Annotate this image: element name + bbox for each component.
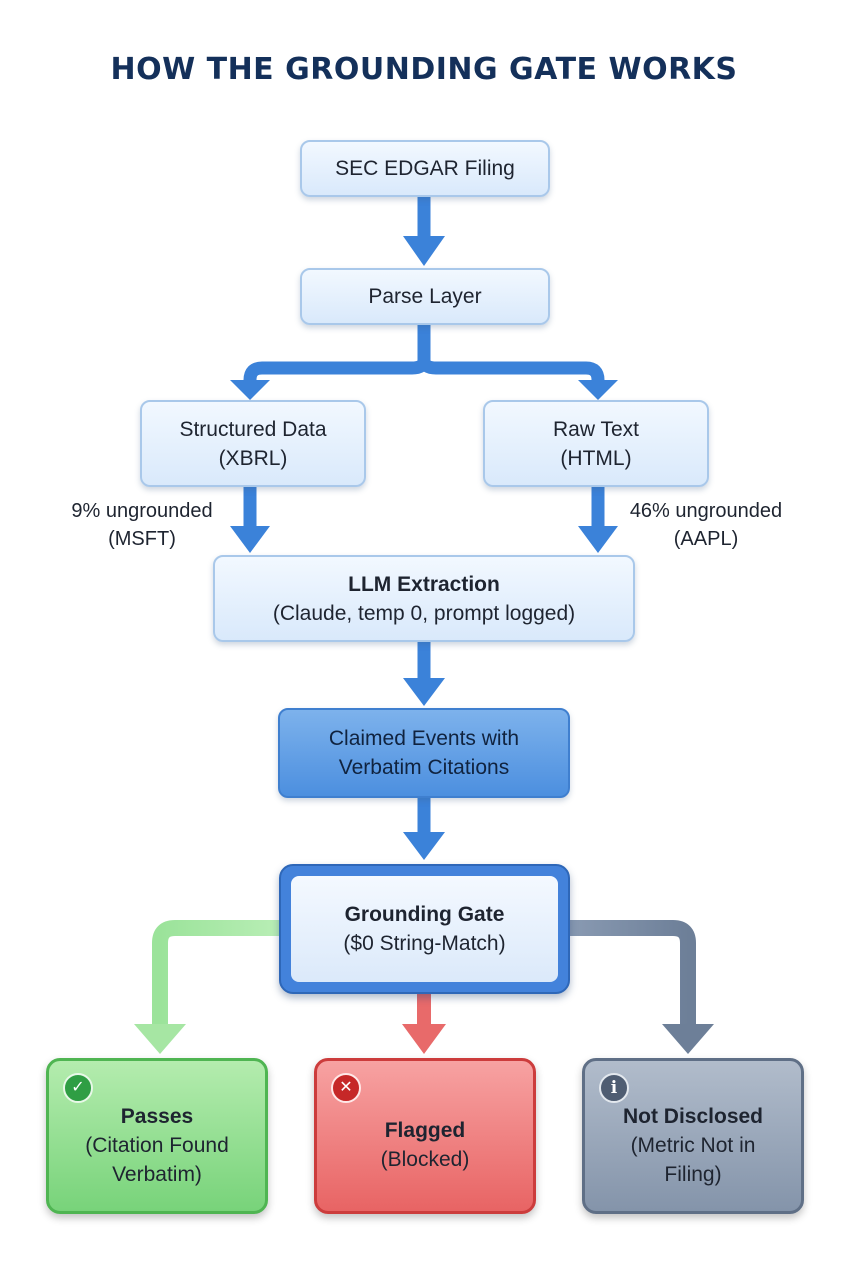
node-raw-text: Raw Text (HTML) [483,400,709,487]
outcome-detail: (Metric Not in [630,1133,756,1157]
arrowhead [230,380,270,400]
node-label: Verbatim Citations [338,756,510,779]
outcome-title: Passes [120,1104,194,1128]
arrow-gate-to-not-disclosed [566,920,696,1028]
x-icon: ✕ [331,1073,361,1103]
arrowhead [578,526,618,553]
outcome-title: Flagged [384,1119,466,1142]
outcome-not-disclosed: i Not Disclosed (Metric Not in Filing) [582,1058,804,1214]
arrow-parse-split [243,324,605,387]
node-sublabel: (HTML) [560,446,632,470]
node-structured-data: Structured Data (XBRL) [140,400,366,487]
node-grounding-gate: Grounding Gate ($0 String-Match) [279,864,570,994]
node-label: Claimed Events with [328,727,520,750]
outcome-flagged: ✕ Flagged (Blocked) [314,1058,536,1214]
annotation-line: 9% ungrounded [71,500,213,522]
node-sublabel: (XBRL) [218,446,288,470]
node-sublabel: ($0 String-Match) [343,932,506,955]
outcome-detail: (Blocked) [380,1148,470,1171]
arrowhead [403,832,445,860]
annotation-raw: 46% ungrounded (AAPL) [606,497,806,553]
node-claimed-events: Claimed Events with Verbatim Citations [278,708,570,798]
node-label: Raw Text [553,417,639,441]
node-label: Grounding Gate [344,903,505,926]
annotation-line: (AAPL) [673,528,739,550]
arrowhead [402,1024,446,1054]
node-parse-layer: Parse Layer [300,268,550,325]
node-label: Structured Data [179,417,327,441]
node-llm-extraction: LLM Extraction (Claude, temp 0, prompt l… [213,555,635,642]
node-label: SEC EDGAR Filing [335,157,515,180]
arrowhead [403,236,445,266]
arrowhead [230,526,270,553]
annotation-line: 46% ungrounded [629,500,783,522]
node-sec-edgar-filing: SEC EDGAR Filing [300,140,550,197]
arrowhead [578,380,618,400]
outcome-detail: Verbatim) [112,1162,202,1186]
info-icon: i [599,1073,629,1103]
outcome-detail: (Citation Found [85,1133,229,1157]
node-label: Parse Layer [368,285,482,308]
outcome-detail: Filing) [664,1162,722,1186]
annotation-line: (MSFT) [108,528,176,550]
arrowhead [403,678,445,706]
node-sublabel: (Claude, temp 0, prompt logged) [272,601,576,625]
gate-inner: Grounding Gate ($0 String-Match) [291,876,558,982]
annotation-structured: 9% ungrounded (MSFT) [42,497,242,553]
check-icon: ✓ [63,1073,93,1103]
outcome-title: Not Disclosed [622,1104,764,1128]
arrowhead [662,1024,714,1054]
node-label: LLM Extraction [348,572,500,596]
page-title: HOW THE GROUNDING GATE WORKS [110,52,738,87]
arrow-gate-to-passes [152,920,282,1028]
arrowhead [134,1024,186,1054]
outcome-passes: ✓ Passes (Citation Found Verbatim) [46,1058,268,1214]
